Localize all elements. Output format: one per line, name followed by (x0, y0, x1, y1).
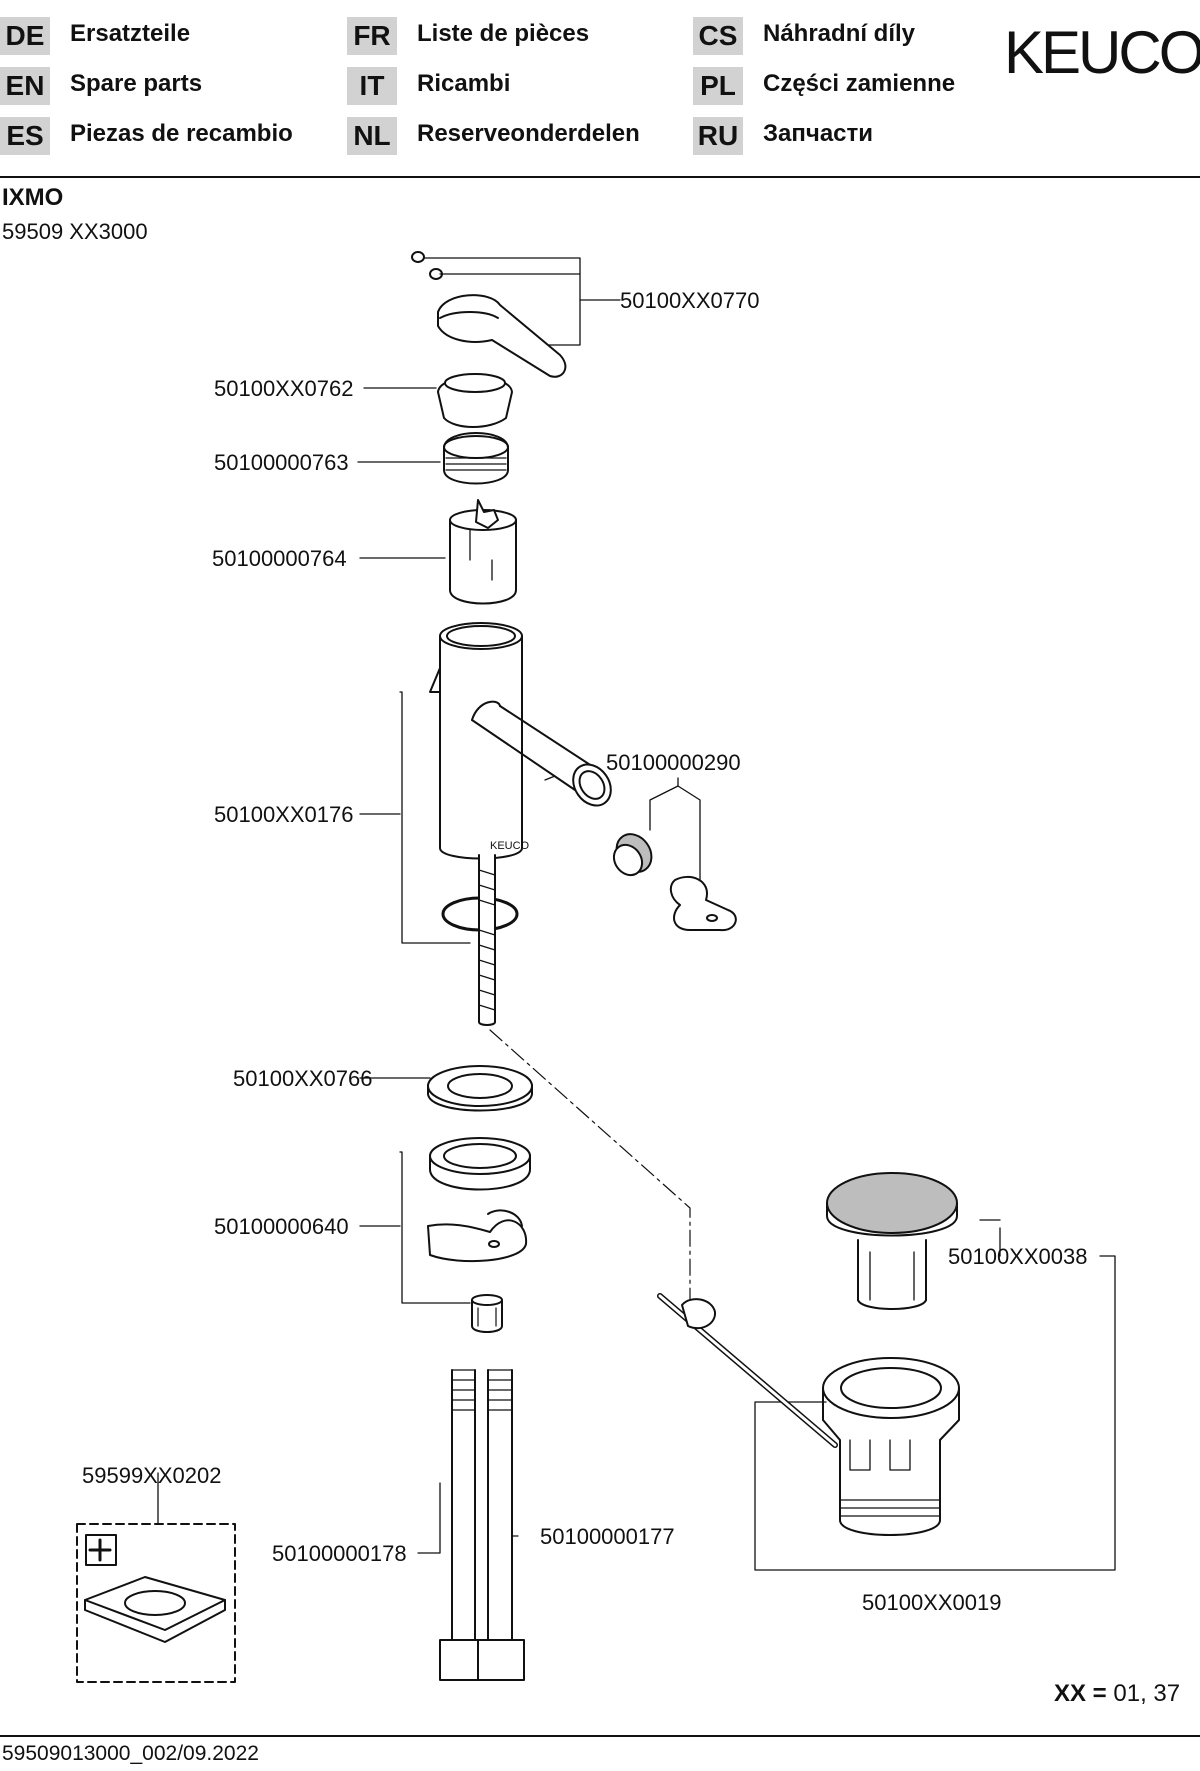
part-label-hose-left: 50100000178 (272, 1541, 407, 1566)
washer (427, 1065, 533, 1112)
brand-logo: KEUCO (1004, 19, 1200, 86)
document-number: 59509013000_002/09.2022 (2, 1742, 259, 1765)
part-label-handle: 50100XX0770 (620, 288, 760, 313)
horseshoe-clamp (427, 1209, 528, 1263)
aerator (612, 833, 653, 877)
part-label-body: 50100XX0176 (214, 802, 354, 827)
footer-divider (0, 1735, 1200, 1737)
alignment-line (489, 1029, 691, 1311)
lang-label-nl: Reserveonderdelen (417, 120, 640, 147)
lang-label-cs: Náhradní díly (763, 20, 916, 47)
part-label-nut: 50100000763 (214, 450, 349, 475)
lang-code-en: EN (0, 67, 50, 105)
part-label-hose-right: 50100000177 (540, 1524, 675, 1549)
rosette-frame (76, 1523, 236, 1683)
lang-label-fr: Liste de pièces (417, 20, 590, 47)
lang-label-ru: Запчасти (763, 120, 874, 147)
lever-handle (437, 294, 567, 378)
lang-code-fr: FR (347, 17, 397, 55)
lang-label-es: Piezas de recambio (70, 120, 293, 147)
variant-values: 01, 37 (1113, 1680, 1181, 1707)
handle-screws (411, 251, 443, 280)
lang-code-nl: NL (347, 117, 397, 155)
part-label-waste: 50100XX0019 (862, 1590, 1002, 1615)
part-label-washer: 50100XX0766 (233, 1066, 373, 1091)
lang-code-de: DE (0, 17, 50, 55)
header-divider (0, 176, 1200, 178)
lang-label-it: Ricambi (417, 70, 511, 97)
lang-code-ru: RU (693, 117, 743, 155)
variant-note: XX = 01, 37 (1054, 1680, 1180, 1708)
cartridge (449, 499, 517, 605)
lang-label-de: Ersatzteile (70, 20, 191, 47)
cap-ring (437, 373, 513, 428)
part-label-cartridge: 50100000764 (212, 546, 347, 571)
lang-label-en: Spare parts (70, 70, 203, 97)
waste-body (822, 1357, 960, 1536)
part-label-pop-up-plug: 50100XX0038 (948, 1244, 1088, 1269)
lang-code-es: ES (0, 117, 50, 155)
part-label-rosette: 59599XX0202 (82, 1463, 222, 1488)
aerator-key (669, 875, 737, 932)
product-name: IXMO (2, 184, 64, 211)
pull-rod (657, 1293, 838, 1448)
variant-key: XX = (1054, 1680, 1107, 1707)
lang-label-pl: Części zamienne (763, 70, 956, 97)
lang-code-cs: CS (693, 17, 743, 55)
leader-lines (157, 257, 1116, 1596)
fixing-sleeve (471, 1294, 503, 1333)
support-ring (429, 1137, 531, 1191)
lang-code-it: IT (347, 67, 397, 105)
flex-hoses (439, 1369, 525, 1681)
threaded-nut (443, 432, 509, 485)
part-label-aerator: 50100000290 (606, 750, 741, 775)
mixer-body (429, 622, 612, 860)
part-label-mounting-set: 50100000640 (214, 1214, 349, 1239)
lang-code-pl: PL (693, 67, 743, 105)
pop-up-plug (826, 1172, 958, 1310)
body-logo-mark: KEUCO (490, 840, 530, 852)
threaded-stud (478, 854, 496, 1026)
article-number: 59509 XX3000 (2, 219, 148, 244)
part-label-cap: 50100XX0762 (214, 376, 354, 401)
